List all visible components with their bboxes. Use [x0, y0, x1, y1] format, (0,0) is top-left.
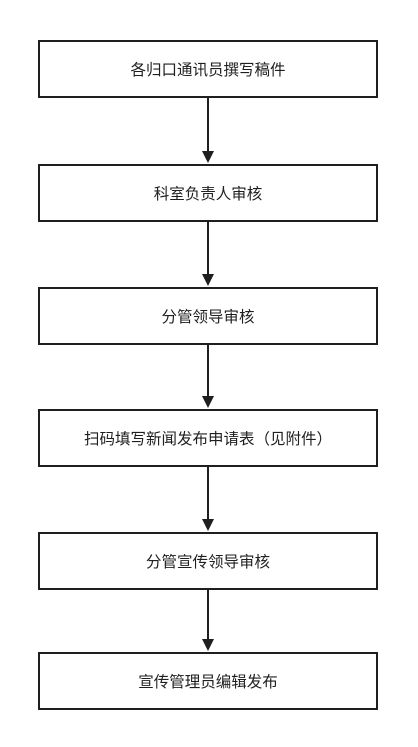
- step-section-head-review: 科室负责人审核: [38, 164, 378, 222]
- step-label: 分管领导审核: [161, 308, 255, 326]
- step-publicity-leader-review: 分管宣传领导审核: [38, 532, 378, 590]
- arrow-4-to-5: [202, 467, 214, 531]
- step-label: 科室负责人审核: [153, 185, 263, 203]
- step-label: 宣传管理员编辑发布: [138, 673, 278, 691]
- arrow-2-to-3: [202, 222, 214, 286]
- arrow-5-to-6: [202, 590, 214, 651]
- step-leader-review: 分管领导审核: [38, 287, 378, 345]
- step-writing-draft: 各归口通讯员撰写稿件: [38, 40, 378, 98]
- arrow-1-to-2: [202, 98, 214, 163]
- step-scan-fill-form: 扫码填写新闻发布申请表（见附件）: [38, 409, 378, 467]
- step-admin-edit-publish: 宣传管理员编辑发布: [38, 652, 378, 710]
- step-label: 分管宣传领导审核: [145, 553, 270, 571]
- step-label: 扫码填写新闻发布申请表（见附件）: [83, 430, 332, 448]
- step-label: 各归口通讯员撰写稿件: [130, 61, 286, 79]
- arrow-3-to-4: [202, 345, 214, 408]
